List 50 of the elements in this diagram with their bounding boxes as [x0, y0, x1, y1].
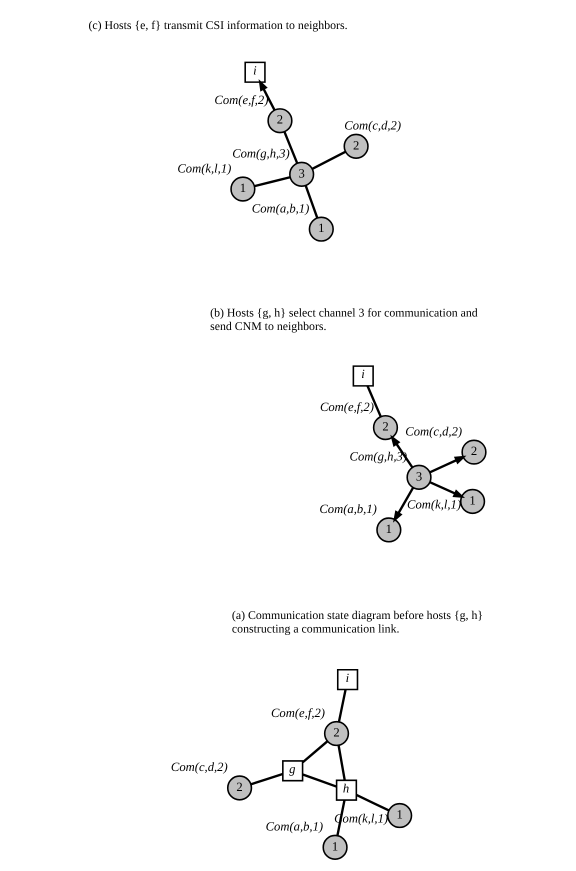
arrow: [428, 456, 466, 474]
connector: [301, 740, 328, 764]
connector: [311, 150, 346, 170]
node-label: Com(a,b,1): [265, 820, 323, 834]
node-box: h: [335, 780, 357, 801]
node-label: Com(k,l,1): [406, 497, 461, 512]
node-box: g: [282, 760, 303, 782]
node-circle: 1: [459, 488, 485, 514]
arrow: [428, 481, 465, 498]
node-circle: 1: [308, 216, 334, 242]
connector: [254, 176, 290, 188]
node-label: Com(c,d,2): [170, 760, 228, 774]
node-label: Com(k,l,1): [176, 161, 231, 176]
node-circle: 1: [376, 517, 401, 543]
node-circle: 2: [460, 440, 486, 465]
label: (b) Hosts {g, h} select channel 3 for communication and send CNM to neighbors.: [210, 306, 478, 333]
node-circle: 2: [266, 108, 292, 134]
node-box: i: [352, 365, 374, 387]
label: (a) Communication state diagram before hosts {g, h} constructing a communication link.: [231, 608, 483, 636]
node-label: Com(a,b,1): [251, 201, 309, 216]
connector: [250, 772, 283, 786]
connector: [366, 385, 382, 418]
node-label: Com(c,d,2): [404, 424, 462, 438]
node-circle: 1: [230, 176, 256, 202]
node-label: Com(c,d,2): [344, 118, 401, 133]
node-label: Com(e,f,2): [214, 92, 268, 107]
connector: [336, 745, 346, 781]
connector: [356, 794, 389, 812]
label: (c) Hosts {e, f} transmit CSI information to neighbors.: [88, 18, 348, 32]
node-circle: 2: [323, 720, 349, 746]
node-label: Com(e,f,2): [319, 400, 374, 414]
node-circle: 1: [386, 802, 412, 828]
node-label: Com(a,b,1): [318, 502, 376, 516]
connector: [304, 185, 318, 218]
connector: [337, 689, 346, 722]
node-circle: 2: [372, 414, 398, 440]
node-circle: 2: [226, 775, 252, 801]
node-box: i: [336, 668, 358, 690]
connector: [302, 773, 336, 788]
node-circle: 3: [288, 162, 314, 187]
connector: [282, 131, 298, 164]
arrow: [258, 79, 275, 111]
arrow: [392, 487, 414, 523]
node-label: Com(e,f,2): [270, 706, 325, 720]
node-label: Com(g,h,3): [232, 146, 290, 161]
node-box: i: [244, 62, 266, 83]
arrow: [390, 434, 413, 468]
node-circle: 1: [322, 834, 348, 860]
node-circle: 2: [342, 134, 368, 159]
node-circle: 3: [406, 464, 432, 490]
